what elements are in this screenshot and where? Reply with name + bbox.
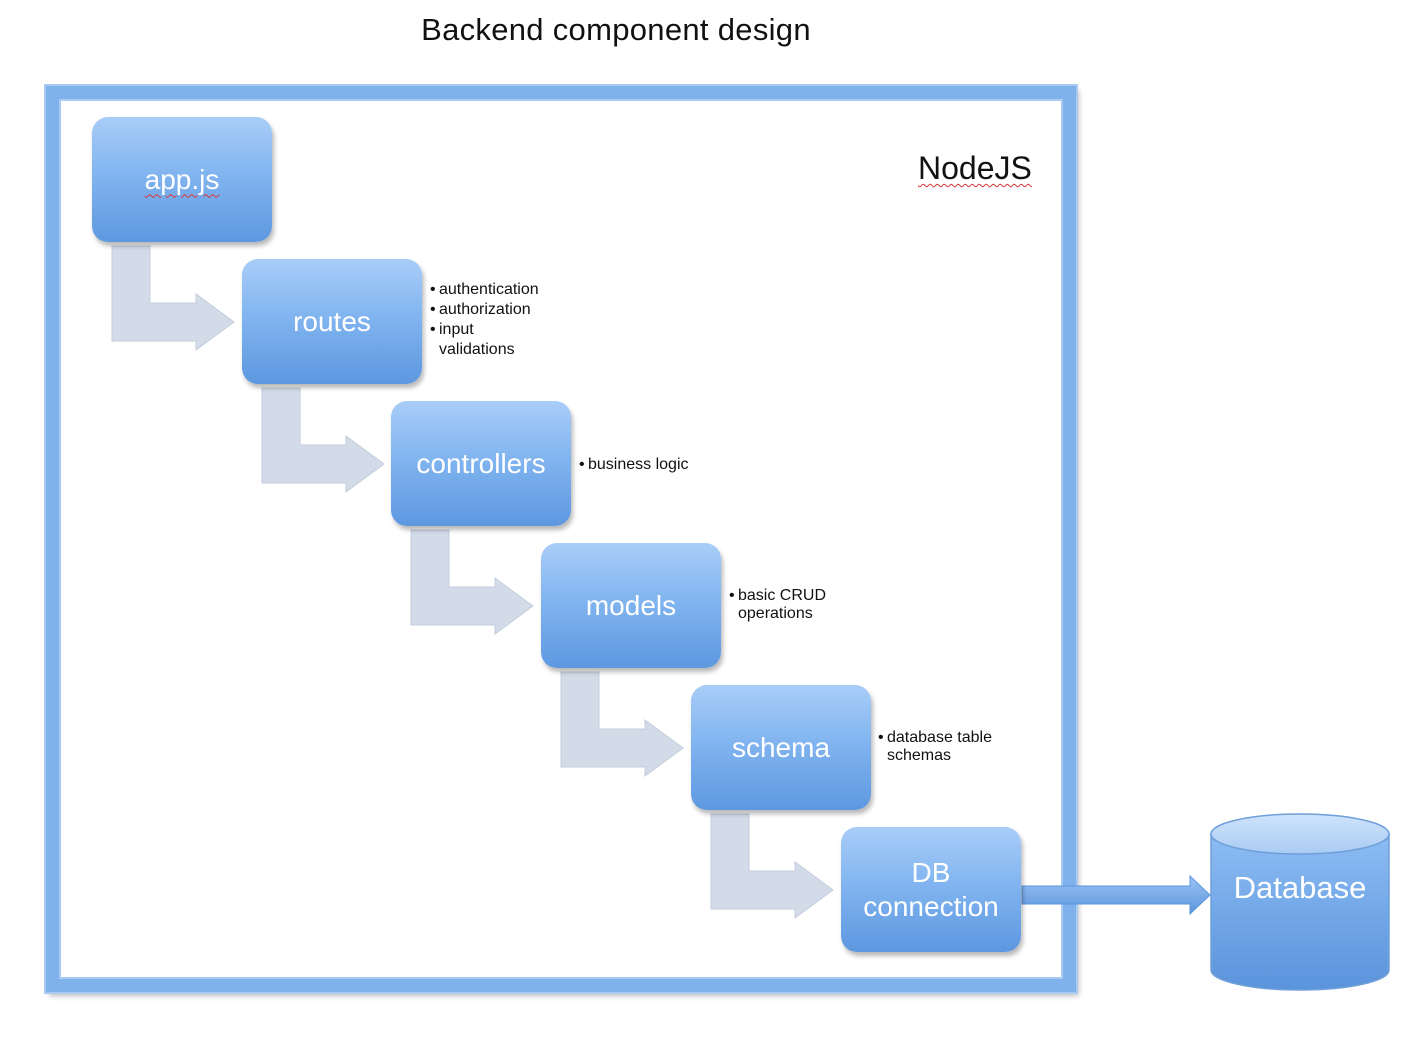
database-cylinder: Database bbox=[1210, 812, 1390, 992]
note-item: input validations bbox=[430, 320, 539, 360]
routes-notes: authentication authorization input valid… bbox=[430, 280, 539, 360]
database-icon bbox=[1210, 813, 1390, 991]
database-label: Database bbox=[1233, 870, 1367, 905]
component-label: DB connection bbox=[863, 856, 999, 922]
elbow-arrow-routes-controllers bbox=[261, 387, 385, 493]
note-item: authentication bbox=[430, 280, 539, 300]
nodejs-container bbox=[46, 86, 1076, 992]
elbow-arrow-controllers-models bbox=[410, 529, 534, 635]
arrow-to-database bbox=[1021, 874, 1211, 916]
controllers-notes: business logic bbox=[579, 455, 689, 475]
component-label: schema bbox=[731, 731, 831, 763]
component-label: app.js bbox=[144, 163, 220, 195]
note-item: basic CRUD operations bbox=[729, 587, 826, 623]
note-item: business logic bbox=[579, 455, 689, 475]
component-label: models bbox=[585, 589, 677, 621]
elbow-arrow-app-routes bbox=[111, 245, 235, 351]
note-item: database table schemas bbox=[878, 729, 992, 765]
component-schema: schema bbox=[691, 685, 871, 810]
component-db-connection: DB connection bbox=[841, 827, 1021, 952]
component-routes: routes bbox=[242, 259, 422, 384]
elbow-arrow-models-schema bbox=[560, 671, 684, 777]
component-label: controllers bbox=[416, 447, 546, 479]
models-notes: basic CRUD operations bbox=[729, 587, 826, 623]
component-controllers: controllers bbox=[391, 401, 571, 526]
component-label: routes bbox=[293, 305, 371, 337]
diagram-title: Backend component design bbox=[421, 12, 811, 47]
note-item: authorization bbox=[430, 300, 539, 320]
nodejs-label: NodeJS bbox=[918, 150, 1032, 186]
elbow-arrow-schema-db bbox=[710, 813, 834, 919]
component-app-js: app.js bbox=[92, 117, 272, 242]
schema-notes: database table schemas bbox=[878, 729, 992, 765]
component-models: models bbox=[541, 543, 721, 668]
